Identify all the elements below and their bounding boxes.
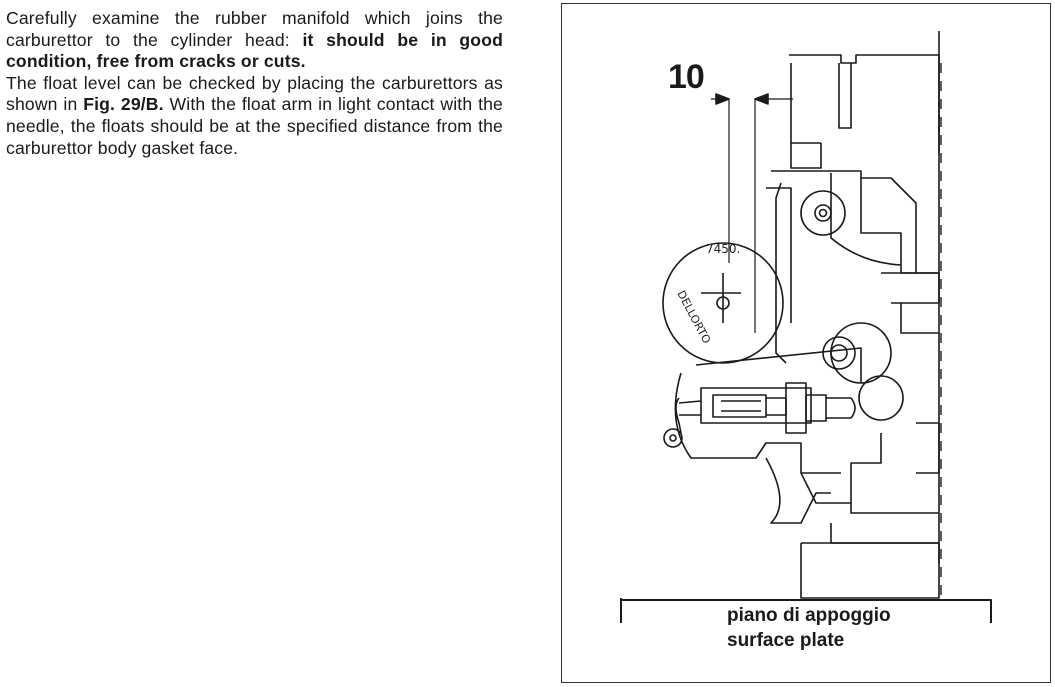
figure-frame xyxy=(561,3,1051,683)
float-pivot xyxy=(663,428,683,448)
surface-plate-label: piano di appoggio surface plate xyxy=(727,603,891,653)
float-instruction-text: With the float arm in light contact with… xyxy=(6,94,503,158)
carburettor-body-outline xyxy=(771,170,939,274)
carburettor-top-outline xyxy=(789,54,940,153)
manifold-condition-text: it should be in good condition, free fro… xyxy=(6,29,503,72)
paragraph-manifold: Carefully examine the rubber manifold wh… xyxy=(6,8,503,73)
surface-plate-label-it: piano di appoggio xyxy=(727,605,891,626)
dimension-arrow-right xyxy=(754,93,769,105)
paragraph-float-level: The float level can be checked by placin… xyxy=(6,73,503,159)
float-brand: DELLORTO xyxy=(674,288,713,346)
figure-reference: Fig. 29/B. xyxy=(83,94,164,115)
surface-plate xyxy=(621,599,992,623)
carburettor-upper-wall xyxy=(790,63,821,144)
upper-boss-hole xyxy=(814,204,832,222)
manifold-intro-text: Carefully examine the rubber manifold wh… xyxy=(6,8,503,50)
float-number: 7450. xyxy=(706,242,740,256)
carburettor-diagram: 7450. DELLORTO xyxy=(620,31,992,623)
dimension-label: 10 xyxy=(668,58,705,96)
needle-valve-body xyxy=(700,387,812,424)
instruction-text: Carefully examine the rubber manifold wh… xyxy=(6,8,503,159)
dimension-arrow-left xyxy=(715,93,730,105)
carburettor-base xyxy=(800,543,940,599)
lower-casting xyxy=(674,372,841,474)
float-intro-text: The float level can be checked by placin… xyxy=(6,72,503,115)
surface-plate-label-en: surface plate xyxy=(727,630,845,651)
upper-boss xyxy=(800,190,846,236)
